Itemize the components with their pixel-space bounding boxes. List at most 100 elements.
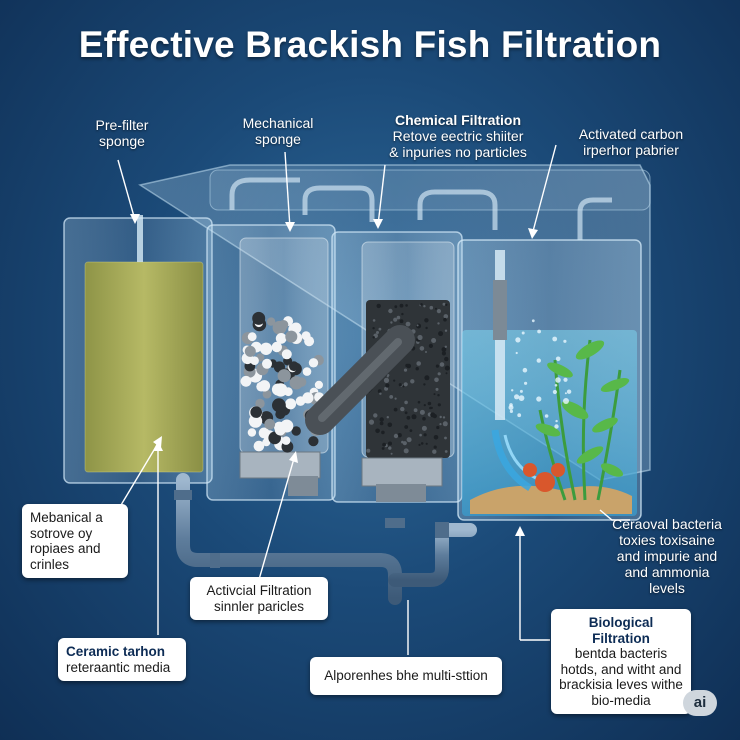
air-bubble xyxy=(517,413,522,418)
carbon-granule xyxy=(423,404,426,407)
carbon-granule xyxy=(444,345,447,348)
carbon-granule xyxy=(433,445,437,449)
ceramic-ball xyxy=(291,426,301,436)
ceramic-ball xyxy=(302,367,312,376)
carbon-granule xyxy=(385,383,390,388)
carbon-granule xyxy=(439,415,442,419)
ceramic-ball xyxy=(262,389,272,399)
carbon-granule xyxy=(420,442,424,445)
carbon-granule xyxy=(415,367,419,371)
air-bubble xyxy=(509,409,513,413)
ceramic-ball xyxy=(266,317,276,326)
carbon-granule xyxy=(390,452,393,455)
ceramic-ball xyxy=(253,440,265,452)
callout-line: Alporenhes bhe multi-sttion xyxy=(324,668,488,683)
carbon-granule xyxy=(388,446,392,450)
label-line: Mechanical xyxy=(242,115,314,131)
air-bubble xyxy=(566,389,572,394)
air-bubble xyxy=(552,336,558,342)
carbon-granule xyxy=(444,365,450,371)
air-bubble xyxy=(524,381,528,385)
carbon-granule xyxy=(435,364,439,368)
carbon-granule xyxy=(386,416,389,419)
carbon-granule xyxy=(437,403,441,407)
carbon-granule xyxy=(389,395,394,399)
ceramic-ball xyxy=(308,436,319,447)
callout-line: crinles xyxy=(30,556,70,572)
carbon-granule xyxy=(384,386,389,391)
air-bubble xyxy=(563,377,568,382)
carbon-granule xyxy=(444,450,448,453)
carbon-granule xyxy=(442,302,446,306)
callout-biological-filtration: Biological Filtration bentda bacteris ho… xyxy=(551,609,691,714)
carbon-granule xyxy=(393,407,398,412)
air-bubble xyxy=(554,424,559,429)
label-prefilter-sponge: Pre-filter sponge xyxy=(74,117,170,149)
carbon-granule xyxy=(386,375,389,378)
carbon-granule xyxy=(402,385,405,388)
callout-line: sotrove oy xyxy=(30,525,93,541)
callout-ceramic: Ceramic tarhon reteraantic media xyxy=(58,638,186,681)
carbon-granule xyxy=(394,397,397,400)
air-bubble xyxy=(519,389,523,393)
carbon-granule xyxy=(436,425,440,430)
air-bubble xyxy=(518,395,525,401)
carbon-granule xyxy=(403,368,408,372)
ceramic-ball xyxy=(281,436,291,445)
carbon-granule xyxy=(404,400,408,405)
carbon-granule xyxy=(378,327,382,331)
carbon-granule xyxy=(444,436,447,440)
carbon-granule xyxy=(402,441,407,446)
label-chemical-filtration: Chemical Filtration Retove eectric shiit… xyxy=(372,112,544,160)
carbon-granule xyxy=(424,375,430,381)
callout-line: hotds, and witht and xyxy=(560,661,682,677)
carbon-granule xyxy=(443,314,449,319)
callout-line: brackisia leves withe xyxy=(559,677,683,692)
carbon-granule xyxy=(429,305,434,310)
carbon-granule xyxy=(431,338,437,343)
carbon-granule xyxy=(373,413,378,418)
ceramic-ball xyxy=(283,387,293,397)
air-bubble xyxy=(537,329,541,334)
ceramic-ball xyxy=(272,398,286,413)
ceramic-ball xyxy=(275,333,287,344)
pipe-couplings xyxy=(174,490,449,568)
label-line: sponge xyxy=(99,133,145,149)
carbon-granule xyxy=(430,412,436,418)
carbon-granule xyxy=(413,408,418,413)
carbon-granule xyxy=(445,303,448,306)
ceramic-ball xyxy=(252,311,266,325)
callout-line: Activcial Filtration xyxy=(206,583,312,598)
carbon-granule xyxy=(383,377,390,383)
ceramic-ball xyxy=(259,342,273,355)
ceramic-ball xyxy=(302,392,314,404)
label-line: and ammonia xyxy=(624,564,710,580)
ceramic-ball xyxy=(297,377,307,387)
callout-line: ropiaes and xyxy=(30,541,101,556)
leader-arrowheads xyxy=(130,214,538,536)
carbon-granule xyxy=(439,362,445,367)
carbon-granule xyxy=(393,433,399,439)
carbon-granule xyxy=(406,437,412,443)
callout-line: Mebanical a xyxy=(30,510,103,525)
carbon-granule xyxy=(419,346,425,351)
carbon-granule xyxy=(420,303,423,306)
carbon-granule xyxy=(430,406,433,410)
carbon-granule xyxy=(411,414,417,420)
carbon-granule xyxy=(416,324,419,327)
carbon-granule xyxy=(438,331,444,337)
air-bubble xyxy=(521,331,525,335)
ceramic-ball xyxy=(285,398,297,410)
label-line: Retove eectric shiiter xyxy=(392,128,524,144)
air-bubble xyxy=(563,398,569,404)
ceramic-ball xyxy=(274,425,286,436)
carbon-granule xyxy=(428,343,433,348)
carbon-granule xyxy=(445,372,448,375)
plant-leaves xyxy=(535,340,630,477)
carbon-granule xyxy=(393,317,398,322)
carbon-granule xyxy=(396,315,401,320)
ceramic-ball xyxy=(244,345,256,357)
air-bubble xyxy=(515,337,521,343)
carbon-granule xyxy=(404,425,409,429)
